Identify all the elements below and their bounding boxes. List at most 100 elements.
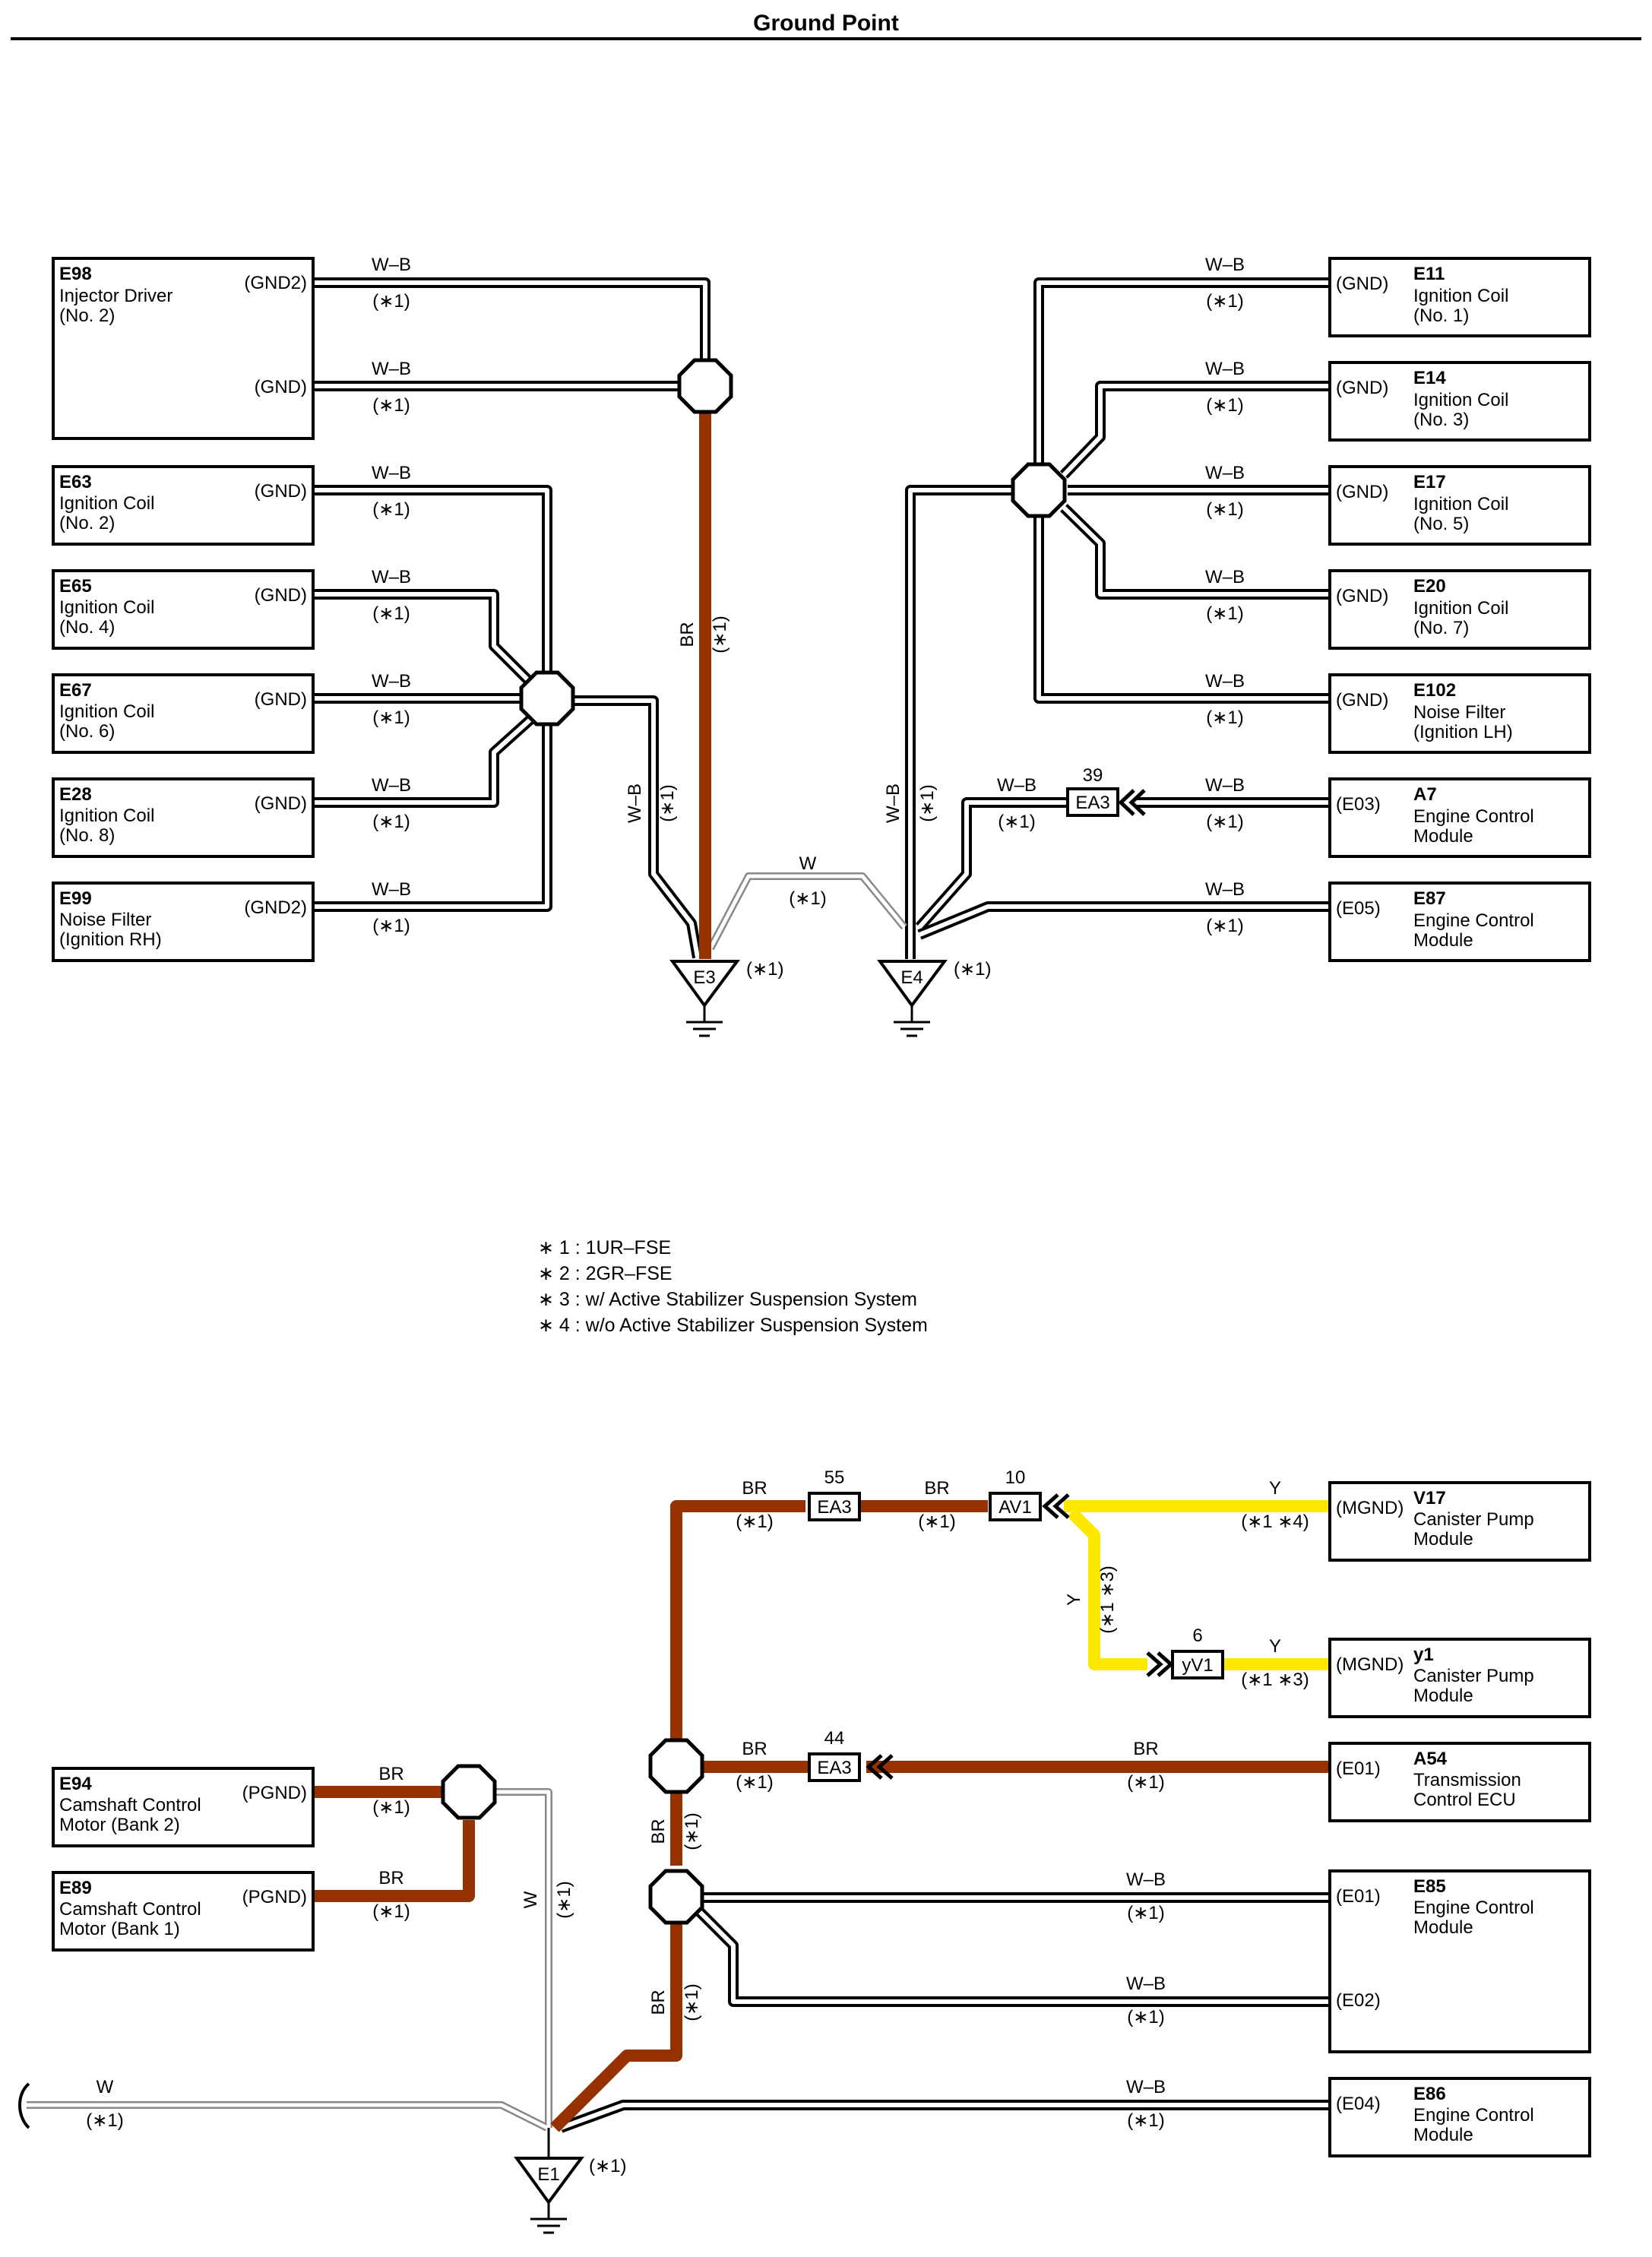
connector-ea3-44: EA3 44 [808, 1728, 894, 1782]
svg-text:E87: E87 [1413, 888, 1446, 909]
svg-text:Noise Filter: Noise Filter [1413, 702, 1505, 723]
svg-text:(∗1): (∗1) [736, 1772, 773, 1793]
svg-text:A54: A54 [1413, 1749, 1448, 1769]
wire-labels-bottom: BR (∗1) BR (∗1) Y (∗1 ∗4) Y (∗1 ∗3) Y (∗… [86, 1478, 1309, 2131]
svg-text:(∗1): (∗1) [736, 1512, 773, 1532]
svg-text:(∗1): (∗1) [954, 959, 991, 980]
svg-text:55: 55 [824, 1467, 845, 1488]
svg-text:(GND): (GND) [1336, 274, 1388, 294]
svg-text:Module: Module [1413, 930, 1473, 951]
svg-text:(∗1): (∗1) [746, 959, 783, 980]
svg-text:EA3: EA3 [817, 1497, 851, 1518]
svg-text:(No. 5): (No. 5) [1413, 514, 1469, 534]
svg-text:E65: E65 [59, 576, 92, 597]
component-e28: E28 Ignition Coil (No. 8) (GND) [52, 777, 315, 858]
note-2: ∗ 2 : 2GR–FSE [538, 1263, 673, 1284]
ground-e4: E4 (∗1) [877, 959, 991, 1037]
svg-text:6: 6 [1192, 1625, 1202, 1646]
svg-text:(∗1): (∗1) [682, 1812, 702, 1850]
svg-text:(E01): (E01) [1336, 1758, 1381, 1779]
wb-wire-centers-top [313, 280, 1330, 959]
svg-text:(GND2): (GND2) [244, 273, 307, 293]
svg-text:(GND): (GND) [1336, 482, 1388, 502]
svg-text:W–B: W–B [1205, 775, 1245, 796]
svg-text:(∗1): (∗1) [682, 1983, 702, 2021]
svg-text:E85: E85 [1413, 1876, 1446, 1897]
svg-text:Injector Driver: Injector Driver [59, 286, 172, 306]
svg-text:Camshaft Control: Camshaft Control [59, 1899, 201, 1920]
svg-text:(GND): (GND) [255, 585, 307, 606]
svg-text:E99: E99 [59, 888, 92, 909]
svg-text:(∗1): (∗1) [710, 616, 730, 653]
svg-text:E98: E98 [59, 264, 92, 284]
svg-text:Engine Control: Engine Control [1413, 2105, 1534, 2126]
svg-text:(MGND): (MGND) [1336, 1498, 1404, 1518]
svg-text:E1: E1 [537, 2164, 559, 2185]
svg-text:BR: BR [677, 622, 698, 647]
svg-text:E102: E102 [1413, 680, 1456, 701]
component-a54: (E01) A54 Transmission Control ECU [1328, 1742, 1591, 1822]
svg-text:Noise Filter: Noise Filter [59, 910, 151, 930]
svg-text:W–B: W–B [372, 671, 411, 692]
svg-text:y1: y1 [1413, 1644, 1434, 1665]
component-e89: E89 Camshaft Control Motor (Bank 1) (PGN… [52, 1871, 315, 1952]
component-e86: (E04) E86 Engine Control Module [1328, 2077, 1591, 2157]
component-e67: E67 Ignition Coil (No. 6) (GND) [52, 673, 315, 754]
junction-upper-right [1011, 462, 1067, 518]
component-e17: (GND) E17 Ignition Coil (No. 5) [1328, 465, 1591, 546]
component-e98: E98 Injector Driver (No. 2) (GND2) (GND) [52, 257, 315, 440]
svg-text:(Ignition LH): (Ignition LH) [1413, 722, 1513, 742]
component-e14: (GND) E14 Ignition Coil (No. 3) [1328, 361, 1591, 442]
svg-text:W–B: W–B [372, 879, 411, 900]
svg-text:W–B: W–B [372, 775, 411, 796]
svg-text:(MGND): (MGND) [1336, 1654, 1404, 1675]
junction-lower-e85 [648, 1869, 704, 1925]
component-e20: (GND) E20 Ignition Coil (No. 7) [1328, 569, 1591, 650]
svg-text:W–B: W–B [372, 359, 411, 379]
svg-text:E4: E4 [900, 967, 923, 988]
svg-text:W–B: W–B [372, 463, 411, 483]
svg-text:(∗1): (∗1) [789, 888, 826, 909]
ground-e3: E3 (∗1) [669, 959, 783, 1037]
wire-break-mark [18, 2082, 30, 2129]
svg-text:Camshaft Control: Camshaft Control [59, 1795, 201, 1815]
svg-text:(∗1): (∗1) [372, 603, 410, 624]
svg-text:W–B: W–B [1205, 879, 1245, 900]
svg-text:Motor (Bank 1): Motor (Bank 1) [59, 1919, 180, 1939]
component-v17: (MGND) V17 Canister Pump Module [1328, 1481, 1591, 1562]
svg-text:(∗1): (∗1) [372, 499, 410, 520]
svg-text:EA3: EA3 [817, 1758, 851, 1778]
svg-text:Engine Control: Engine Control [1413, 910, 1534, 931]
note-4: ∗ 4 : w/o Active Stabilizer Suspension S… [538, 1315, 928, 1336]
svg-text:(∗1): (∗1) [657, 784, 678, 821]
svg-text:E14: E14 [1413, 368, 1446, 388]
component-a7: (E03) A7 Engine Control Module [1328, 777, 1591, 858]
svg-text:(∗1 ∗3): (∗1 ∗3) [1241, 1670, 1309, 1690]
svg-text:W–B: W–B [1205, 359, 1245, 379]
junction-lower-a54 [648, 1738, 704, 1794]
svg-text:44: 44 [824, 1728, 845, 1749]
svg-text:Module: Module [1413, 1529, 1473, 1550]
note-3: ∗ 3 : w/ Active Stabilizer Suspension Sy… [538, 1289, 917, 1310]
svg-text:(No. 8): (No. 8) [59, 825, 115, 846]
svg-text:(GND): (GND) [255, 793, 307, 814]
svg-text:(No. 4): (No. 4) [59, 617, 115, 638]
component-e99: E99 Noise Filter (Ignition RH) (GND2) [52, 882, 315, 962]
svg-text:(∗1): (∗1) [917, 784, 938, 821]
svg-text:W–B: W–B [1205, 463, 1245, 483]
svg-text:BR: BR [742, 1739, 767, 1759]
svg-text:Ignition Coil: Ignition Coil [1413, 286, 1508, 306]
svg-text:(No. 2): (No. 2) [59, 305, 115, 326]
svg-text:(PGND): (PGND) [242, 1887, 307, 1907]
svg-text:(∗1): (∗1) [372, 812, 410, 832]
svg-text:W–B: W–B [997, 775, 1036, 796]
svg-text:(∗1): (∗1) [1206, 395, 1243, 416]
svg-text:Engine Control: Engine Control [1413, 806, 1534, 827]
svg-text:BR: BR [378, 1764, 404, 1784]
svg-text:(∗1): (∗1) [1206, 812, 1243, 832]
svg-text:W–B: W–B [1205, 567, 1245, 587]
svg-text:(GND): (GND) [255, 377, 307, 397]
svg-text:Ignition Coil: Ignition Coil [59, 806, 154, 826]
svg-text:(No. 3): (No. 3) [1413, 410, 1469, 430]
